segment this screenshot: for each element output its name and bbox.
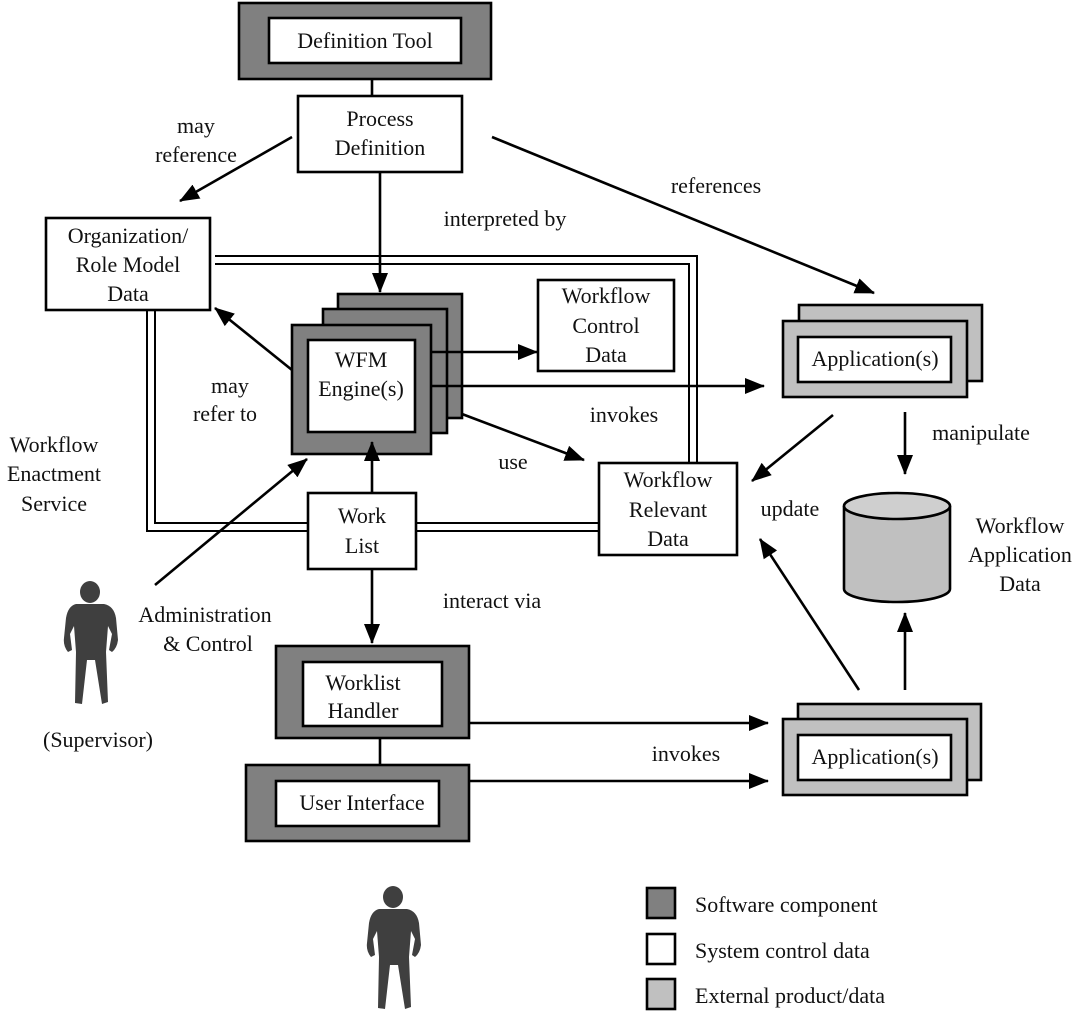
workflow-relevant-label-3: Data <box>647 526 689 551</box>
database-cylinder-top <box>842 491 952 521</box>
user-interface-inner <box>274 779 441 828</box>
user-interface-node[interactable]: User Interface <box>244 763 471 843</box>
legend-swatch-software <box>645 886 677 920</box>
workflow-relevant-label-2: Relevant <box>629 497 707 522</box>
application-bottom-node[interactable]: Application(s) <box>781 702 983 797</box>
arrow-may-refer-to <box>214 306 293 372</box>
application-top-inner <box>796 335 953 384</box>
label-may-refer-to-2: refer to <box>193 401 257 426</box>
legend-label-system: System control data <box>695 938 870 963</box>
supervisor-person-icon <box>63 581 118 704</box>
arrows <box>154 135 913 789</box>
application-top-label: Application(s) <box>811 346 938 371</box>
arrow-admin-control <box>154 457 308 587</box>
legend-swatch-external <box>645 977 677 1011</box>
workflow-application-data-label-1: Workflow <box>976 513 1065 538</box>
workflow-control-data-node[interactable]: Workflow Control Data <box>536 278 676 373</box>
label-may-reference-1: may <box>177 113 215 138</box>
process-definition-label-2: Definition <box>335 135 425 160</box>
workflow-control-label-2: Control <box>572 313 639 338</box>
definition-tool-node[interactable]: Definition Tool <box>237 1 493 81</box>
definition-tool-label: Definition Tool <box>297 28 433 53</box>
arrow-references <box>491 135 875 295</box>
legend-swatch-system <box>645 932 677 966</box>
legend-item-external-product: External product/data <box>645 977 885 1011</box>
arrow-app2-update-relevant-data <box>758 538 861 691</box>
work-list-node[interactable]: Work List <box>306 491 418 571</box>
database-cylinder-body <box>842 506 952 604</box>
org-role-label-2: Role Model <box>76 252 181 277</box>
label-references: references <box>671 173 761 198</box>
label-manipulate: manipulate <box>932 420 1030 445</box>
process-definition-node[interactable]: Process Definition <box>296 94 464 174</box>
label-enactment-service-1: Workflow <box>10 432 99 457</box>
arrow-may-reference <box>179 135 293 203</box>
process-definition-box <box>296 94 464 174</box>
legend-item-system-control-data: System control data <box>645 932 870 966</box>
label-invokes-bottom: invokes <box>652 741 720 766</box>
label-interpreted-by: interpreted by <box>444 206 567 231</box>
wfm-engine-inner <box>306 338 417 434</box>
user-interface-label: User Interface <box>299 790 424 815</box>
enactment-service-boundary <box>146 255 698 532</box>
definition-tool-inner <box>267 16 463 65</box>
worklist-handler-node[interactable]: Worklist Handler <box>274 644 471 740</box>
user-person-icon <box>366 886 421 1009</box>
org-role-model-box <box>44 216 212 312</box>
workflow-control-label-3: Data <box>585 342 627 367</box>
process-definition-label-1: Process <box>346 106 413 131</box>
worklist-handler-label-2: Handler <box>328 698 400 723</box>
worklist-handler-inner <box>301 660 444 728</box>
label-admin-control-2: & Control <box>163 631 253 656</box>
legend-label-software: Software component <box>695 892 878 917</box>
workflow-application-data-db[interactable] <box>842 491 952 604</box>
label-may-refer-to-1: may <box>211 373 249 398</box>
org-role-label-1: Organization/ <box>68 223 189 248</box>
workflow-application-data-label-2: Application <box>968 542 1072 567</box>
workflow-relevant-data-box <box>597 461 739 557</box>
label-admin-control-1: Administration <box>138 602 271 627</box>
label-may-reference-2: reference <box>155 142 237 167</box>
workflow-relevant-label-1: Workflow <box>624 467 713 492</box>
workflow-control-label-1: Workflow <box>562 283 651 308</box>
workflow-control-data-box <box>536 278 676 373</box>
work-list-box <box>306 491 418 571</box>
legend-item-software-component: Software component <box>645 886 878 920</box>
org-role-model-node[interactable]: Organization/ Role Model Data <box>44 216 212 312</box>
label-supervisor: (Supervisor) <box>43 727 153 752</box>
label-invokes-top: invokes <box>590 402 658 427</box>
label-interact-via: interact via <box>443 588 542 613</box>
wfm-engine-label-2: Engine(s) <box>318 376 404 401</box>
arrow-app-update-relevant-data <box>751 413 834 483</box>
workflow-application-data-label-3: Data <box>999 571 1041 596</box>
work-list-label-2: List <box>345 533 379 558</box>
org-role-label-3: Data <box>107 281 149 306</box>
wfm-engine-node[interactable]: WFM Engine(s) <box>290 292 464 456</box>
work-list-label-1: Work <box>338 503 386 528</box>
wfm-engine-label-1: WFM <box>335 347 388 372</box>
arrow-engine-use-relevant-data <box>461 412 585 462</box>
label-update: update <box>761 496 820 521</box>
label-enactment-service-2: Enactment <box>7 461 101 486</box>
label-enactment-service-3: Service <box>21 491 87 516</box>
legend: Software component System control data E… <box>645 886 885 1011</box>
application-top-node[interactable]: Application(s) <box>781 303 984 399</box>
label-use: use <box>498 449 527 474</box>
workflow-relevant-data-node[interactable]: Workflow Relevant Data <box>597 461 739 557</box>
worklist-handler-label-1: Worklist <box>325 670 400 695</box>
application-bottom-label: Application(s) <box>811 744 938 769</box>
legend-label-external: External product/data <box>695 983 885 1008</box>
application-bottom-inner <box>796 733 953 782</box>
